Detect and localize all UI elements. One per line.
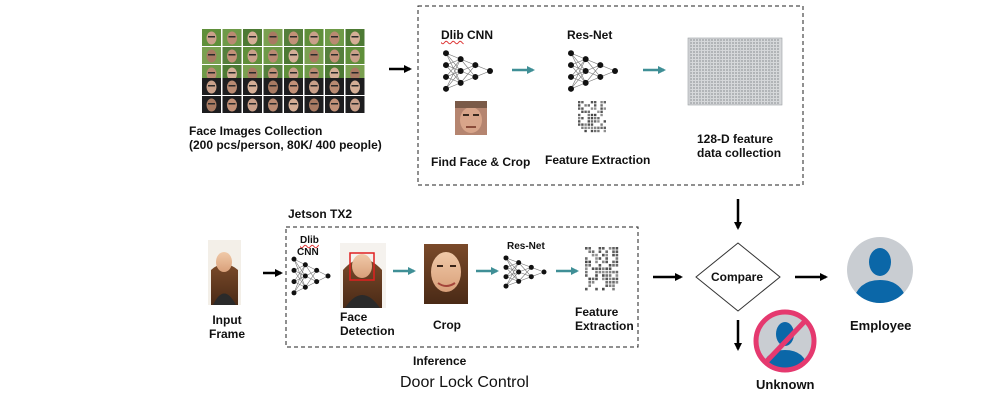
face-detection-photo: [340, 243, 386, 308]
unknown-label: Unknown: [756, 377, 815, 392]
cnn-word: CNN: [467, 28, 494, 42]
feature-extraction-label-top: Feature Extraction: [545, 153, 651, 167]
compare-label: Compare: [711, 270, 764, 284]
unknown-avatar-icon: [753, 309, 817, 373]
inference-label: Inference: [413, 354, 467, 368]
training-box: [417, 5, 804, 186]
jetson-inference-box: [285, 226, 639, 348]
find-face-crop-label: Find Face & Crop: [431, 155, 531, 169]
input-frame-label-line1: Input: [212, 313, 242, 327]
cropped-face-photo: [424, 244, 468, 304]
jetson-tx2-label: Jetson TX2: [288, 207, 353, 221]
resnet-label-top: Res-Net: [567, 28, 613, 42]
feature-extraction-label-line1: Feature: [575, 305, 619, 319]
dlib-cnn-network-icon: [443, 50, 493, 92]
input-frame-label-line2: Frame: [208, 327, 246, 341]
feature-pattern-thumbnail: [578, 101, 606, 133]
feature-data-label-line1: 128-D feature: [697, 132, 774, 146]
compare-diamond: [695, 242, 781, 312]
collection-label-line2: (200 pcs/person, 80K/ 400 people): [189, 138, 382, 152]
face-detection-label-line1: Face: [340, 310, 368, 324]
cnn-small-label: CNN: [297, 247, 319, 258]
face-images-collection-grid: [202, 29, 365, 113]
feature-data-table: [687, 37, 783, 106]
dlib-cnn-label: Dlib CNN: [441, 28, 493, 43]
resnet-network-icon: [568, 50, 618, 92]
feature-pattern-bottom: [585, 247, 619, 291]
resnet-small-network-icon: [503, 255, 547, 289]
dlib-small-label: Dlib: [300, 235, 319, 247]
door-lock-control-label: Door Lock Control: [400, 374, 529, 391]
collection-label-line1: Face Images Collection: [189, 124, 323, 138]
crop-label: Crop: [433, 318, 461, 332]
feature-extraction-label-line2: Extraction: [575, 319, 634, 333]
employee-avatar-icon: [847, 237, 913, 303]
dlib-cnn-small-network-icon: [291, 256, 331, 296]
dlib-word: Dlib: [441, 28, 464, 42]
resnet-small-label: Res-Net: [507, 241, 545, 252]
feature-data-label-line2: data collection: [697, 146, 782, 160]
employee-label: Employee: [850, 318, 912, 333]
cropped-face-thumbnail: [455, 101, 487, 135]
input-frame-photo: [208, 240, 241, 305]
face-detection-label-line2: Detection: [340, 324, 395, 338]
dlib-small-word: Dlib: [300, 235, 319, 246]
